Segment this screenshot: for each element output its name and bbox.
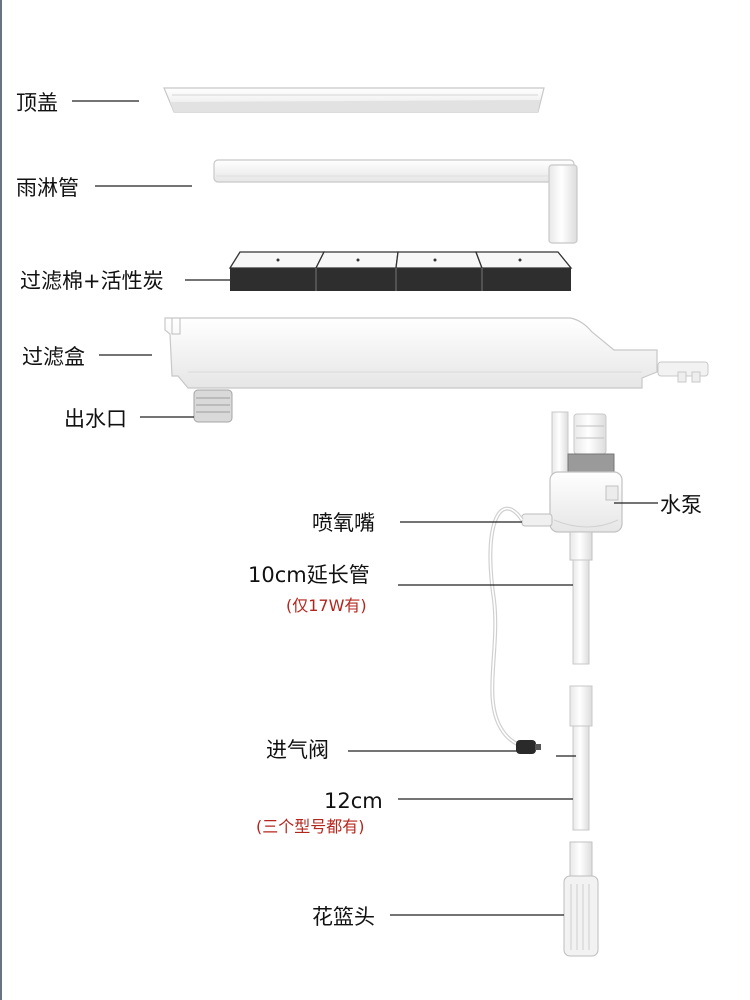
label-pump: 水泵 — [660, 493, 702, 517]
extension-pipe-10cm — [570, 532, 592, 664]
pipe-12cm — [570, 686, 592, 830]
label-rain-pipe: 雨淋管 — [16, 176, 79, 200]
note-extension-pipe: (仅17W有) — [286, 596, 367, 615]
label-pipe-12cm: 12cm — [324, 789, 383, 813]
filter-box — [165, 318, 708, 388]
strainer-head — [564, 842, 598, 956]
note-pipe-12cm: (三个型号都有) — [256, 817, 365, 836]
air-valve — [516, 740, 541, 754]
label-filter-box: 过滤盒 — [22, 345, 85, 369]
top-cover — [164, 88, 544, 112]
label-extension-pipe: 10cm延长管 — [248, 563, 370, 587]
label-top-cover: 顶盖 — [16, 91, 58, 115]
label-filter-media: 过滤棉+活性炭 — [20, 269, 164, 293]
filter-media-blocks — [230, 252, 571, 291]
label-strainer: 花篮头 — [312, 905, 375, 929]
air-nozzle-and-tube — [490, 509, 552, 747]
water-pump — [550, 412, 622, 532]
label-air-nozzle: 喷氧嘴 — [312, 511, 375, 535]
outlet-nozzle — [194, 390, 232, 422]
label-air-valve: 进气阀 — [266, 738, 329, 762]
rain-pipe — [214, 160, 577, 243]
label-outlet: 出水口 — [64, 407, 127, 431]
